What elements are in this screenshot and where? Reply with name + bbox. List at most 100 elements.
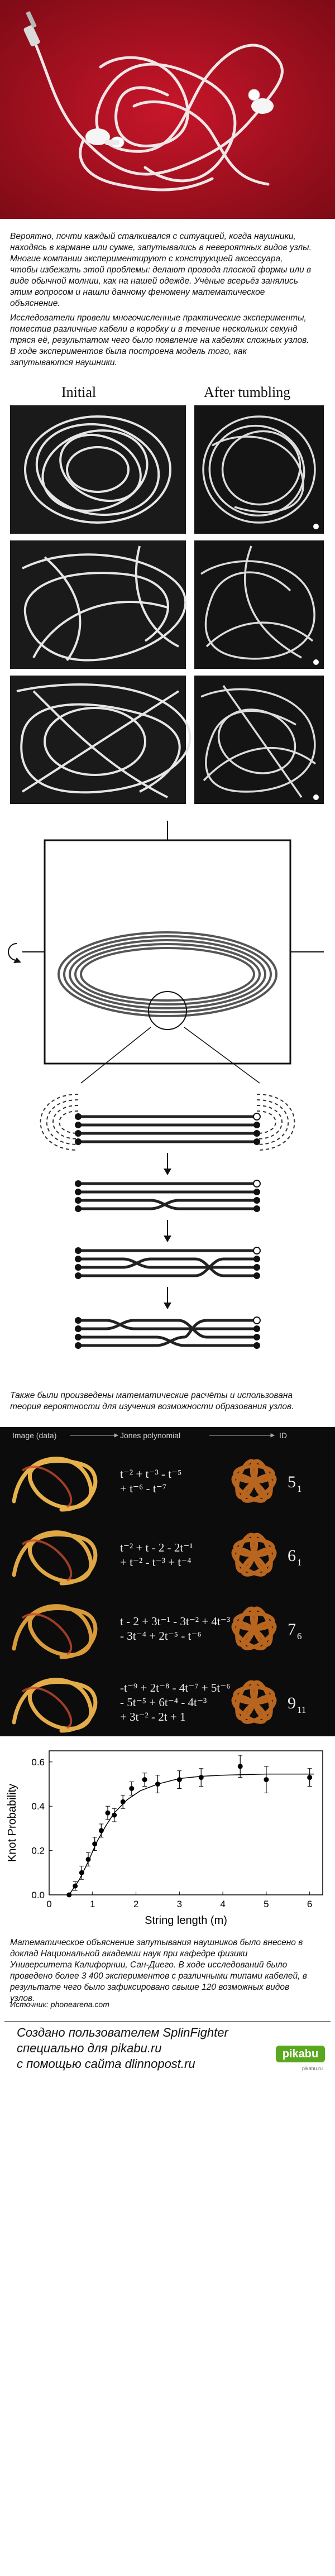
rotation-arrow-icon (8, 943, 17, 961)
braid-svg (8, 821, 324, 1349)
data-point (112, 1812, 117, 1818)
knot-id-subscript: 11 (297, 1704, 306, 1715)
data-point (73, 1883, 78, 1889)
jones-polynomial-line: + t⁻⁶ - t⁻⁷ (120, 1482, 166, 1495)
y-tick-label: 0.0 (31, 1890, 45, 1900)
header-image: Image (data) (12, 1431, 56, 1440)
x-tick-label: 0 (46, 1899, 51, 1909)
knot-row: t - 2 + 3t⁻¹ - 3t⁻² + 4t⁻³- 3t⁻⁴ + 2t⁻⁵ … (12, 1604, 302, 1659)
footer-author: Создано пользователем SplinFighter (17, 2026, 228, 2039)
intro-paragraph: Вероятно, почти каждый сталкивался с сит… (10, 232, 312, 308)
knot-photo (12, 1530, 98, 1586)
knot-photo (12, 1457, 98, 1512)
data-point (85, 1856, 91, 1862)
y-axis-label: Knot Probability (6, 1784, 18, 1862)
x-tick-label: 6 (307, 1899, 312, 1909)
braid-arrow-1 (164, 1153, 171, 1175)
jones-polynomial-line: -t⁻⁹ + 2t⁻⁸ - 4t⁻⁷ + 5t⁻⁶ (120, 1681, 231, 1694)
cable-photos (10, 405, 324, 804)
data-point (155, 1782, 160, 1787)
pikabu-logo[interactable]: pikabu (276, 2046, 325, 2062)
data-point (98, 1828, 104, 1833)
photo-initial-3 (10, 676, 192, 804)
knot-render (231, 1606, 277, 1650)
math-paragraph: Также были произведены математические ра… (10, 1391, 294, 1411)
x-tick-label: 1 (90, 1899, 95, 1909)
knot-render (231, 1533, 277, 1577)
knot-row: -t⁻⁹ + 2t⁻⁸ - 4t⁻⁷ + 5t⁻⁶ - 5t⁻⁵ + 6t⁻⁴ -… (12, 1678, 306, 1733)
knot-render (231, 1459, 277, 1503)
knot-id: 6 (288, 1546, 296, 1565)
data-point (198, 1775, 204, 1780)
x-axis-label: String length (m) (145, 1914, 227, 1927)
jones-polynomial-line: - 5t⁻⁵ + 6t⁻⁴ - 4t⁻³ (120, 1696, 207, 1709)
header-id: ID (279, 1431, 287, 1440)
footer: Создано пользователем SplinFighter специ… (0, 2021, 335, 2576)
experiment-paragraph: Исследователи провели многочисленные пра… (10, 313, 309, 367)
braid-stage-4 (78, 1319, 257, 1347)
braid-model-diagram (0, 815, 335, 1382)
footer-for-site: специально для pikabu.ru (17, 2041, 162, 2055)
knot-id-subscript: 6 (297, 1631, 302, 1641)
y-tick-label: 0.6 (31, 1757, 45, 1768)
photo-initial-2 (10, 540, 187, 669)
photo-initial-1 (10, 405, 186, 534)
jones-polynomial-line: - 3t⁻⁴ + 2t⁻⁵ - t⁻⁶ (120, 1629, 202, 1643)
data-point (105, 1810, 111, 1816)
pikabu-logo-text: pikabu (282, 2048, 319, 2060)
jones-polynomial-line: + 3t⁻² - 2t + 1 (120, 1710, 185, 1723)
after-tumbling-header: After tumbling (204, 384, 291, 400)
knot-id: 7 (288, 1620, 296, 1639)
fit-curve (69, 1773, 314, 1895)
braid-stage-2 (78, 1182, 257, 1210)
data-point (176, 1777, 182, 1783)
x-tick-label: 4 (220, 1899, 225, 1909)
jones-polynomial-line: + t⁻² - t⁻³ + t⁻⁴ (120, 1555, 192, 1569)
x-tick-label: 5 (264, 1899, 269, 1909)
footer-divider (4, 2021, 331, 2022)
knot-id-subscript: 1 (297, 1557, 302, 1568)
x-tick-label: 3 (177, 1899, 182, 1909)
photo-after-1 (194, 405, 324, 534)
jones-polynomial-line: t⁻² + t - 2 - 2t⁻¹ (120, 1541, 193, 1554)
x-tick-label: 2 (133, 1899, 138, 1909)
data-point (129, 1785, 135, 1791)
data-point (264, 1777, 269, 1783)
data-point (120, 1799, 126, 1804)
data-point (79, 1870, 84, 1875)
knot-table: Image (data) Jones polynomial ID t⁻² + t… (0, 1427, 335, 1736)
plot-frame (49, 1750, 323, 1895)
y-tick-label: 0.2 (31, 1846, 45, 1856)
data-point (66, 1892, 72, 1898)
conclusion-paragraph: Математическое объяснение запутывания на… (10, 1938, 307, 2003)
source-text: Источник: phonearena.com (10, 2000, 109, 2009)
photo-after-2 (194, 540, 324, 669)
initial-header: Initial (61, 384, 97, 400)
jones-polynomial-line: t - 2 + 3t⁻¹ - 3t⁻² + 4t⁻³ (120, 1615, 230, 1628)
braid-stage-1 (75, 1113, 261, 1145)
knot-id: 5 (288, 1473, 296, 1491)
header-jones: Jones polynomial (120, 1431, 180, 1440)
knot-render (231, 1680, 277, 1724)
knot-table-svg: Image (data) Jones polynomial ID t⁻² + t… (12, 1431, 306, 1733)
zoom-circle (148, 991, 187, 1030)
pikabu-logo-sub: pikabu.ru (302, 2066, 323, 2071)
data-point (92, 1841, 98, 1847)
knot-photo (12, 1604, 98, 1659)
earphones-illustration (0, 0, 335, 219)
data-point (307, 1775, 313, 1780)
earphones-banner (0, 0, 335, 219)
y-tick-label: 0.4 (31, 1801, 45, 1812)
data-point (237, 1764, 243, 1769)
jones-polynomial-line: t⁻² + t⁻³ - t⁻⁵ (120, 1467, 182, 1481)
data-point (142, 1777, 147, 1783)
photo-after-3 (194, 676, 324, 804)
footer-tool-site[interactable]: с помощью сайта dlinnopost.ru (17, 2057, 195, 2071)
knot-id: 9 (288, 1694, 296, 1712)
knot-id-subscript: 1 (297, 1483, 302, 1494)
braid-stage-3 (78, 1249, 257, 1277)
